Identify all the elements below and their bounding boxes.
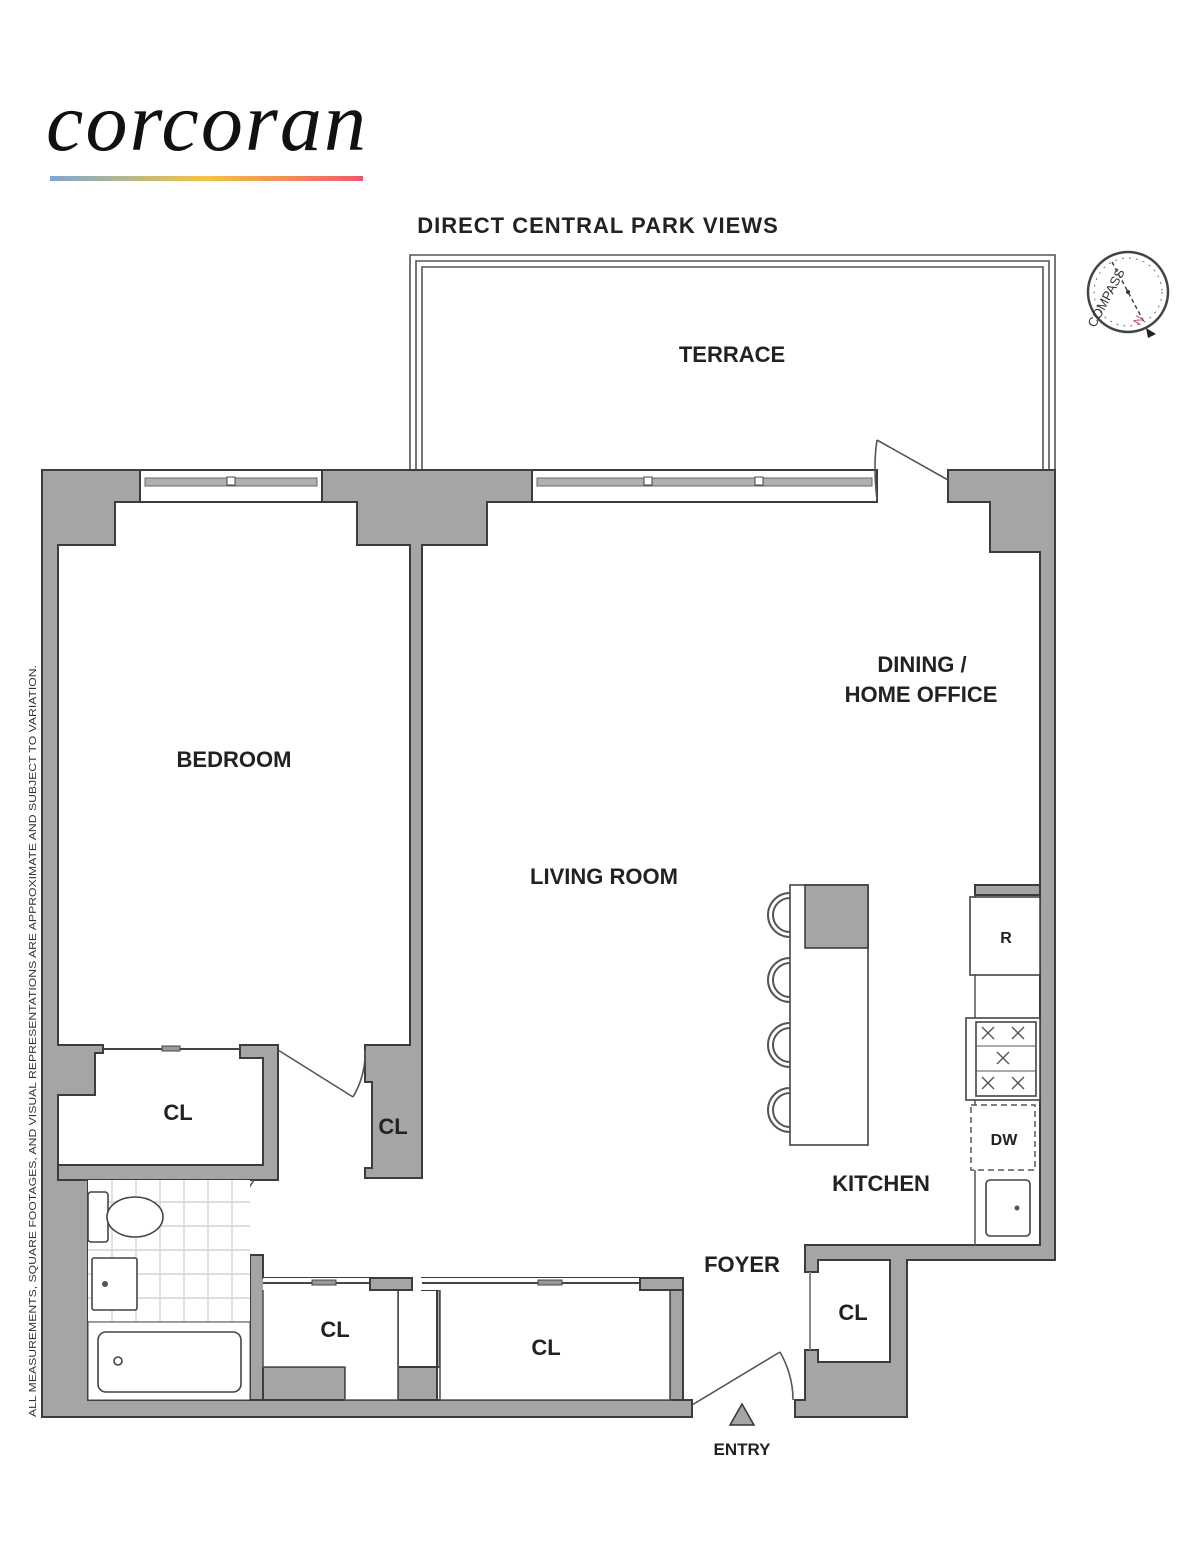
kitchen-island bbox=[767, 884, 869, 1146]
logo-gradient-bar bbox=[50, 176, 363, 181]
dishwasher bbox=[970, 1104, 1036, 1171]
closet-label: CL bbox=[531, 1335, 560, 1360]
living-room-label: LIVING ROOM bbox=[530, 864, 678, 889]
refrigerator-label: R bbox=[1000, 930, 1012, 947]
kitchen-sink bbox=[985, 1179, 1031, 1237]
bathtub bbox=[97, 1331, 242, 1393]
refrigerator bbox=[969, 896, 1041, 976]
kitchen-label: KITCHEN bbox=[832, 1171, 930, 1196]
bedroom-window bbox=[139, 469, 323, 503]
toilet-bowl bbox=[106, 1196, 164, 1238]
dishwasher-label: DW bbox=[991, 1132, 1019, 1149]
bedroom-door bbox=[277, 1049, 366, 1098]
terrace-label: TERRACE bbox=[679, 342, 785, 367]
bedroom-label: BEDROOM bbox=[177, 747, 292, 772]
disclaimer-text: ALL MEASUREMENTS, SQUARE FOOTAGES, AND V… bbox=[28, 665, 39, 1417]
corcoran-logo: corcoran bbox=[46, 76, 366, 181]
toilet-tank bbox=[87, 1191, 109, 1243]
closet-label: CL bbox=[838, 1300, 867, 1325]
foyer-label: FOYER bbox=[704, 1252, 780, 1277]
entry-door bbox=[691, 1351, 794, 1406]
dining-label-line2: HOME OFFICE bbox=[845, 682, 998, 707]
living-room-window bbox=[531, 469, 878, 503]
entry-arrow-icon bbox=[728, 1402, 756, 1426]
dining-label-line1: DINING / bbox=[877, 652, 966, 677]
closet-label: CL bbox=[320, 1317, 349, 1342]
logo-text: corcoran bbox=[46, 76, 366, 169]
stove bbox=[965, 1017, 1041, 1101]
terrace bbox=[409, 254, 1056, 470]
bar-stools bbox=[767, 892, 791, 1133]
compass-icon: COMPASS N bbox=[1084, 250, 1170, 338]
bath-sink bbox=[91, 1257, 138, 1311]
entry-label: ENTRY bbox=[714, 1440, 772, 1459]
terrace-door bbox=[874, 439, 949, 501]
bathroom bbox=[87, 1180, 251, 1401]
view-caption: DIRECT CENTRAL PARK VIEWS bbox=[417, 213, 779, 238]
closet-label: CL bbox=[163, 1100, 192, 1125]
closet-label: CL bbox=[378, 1114, 407, 1139]
